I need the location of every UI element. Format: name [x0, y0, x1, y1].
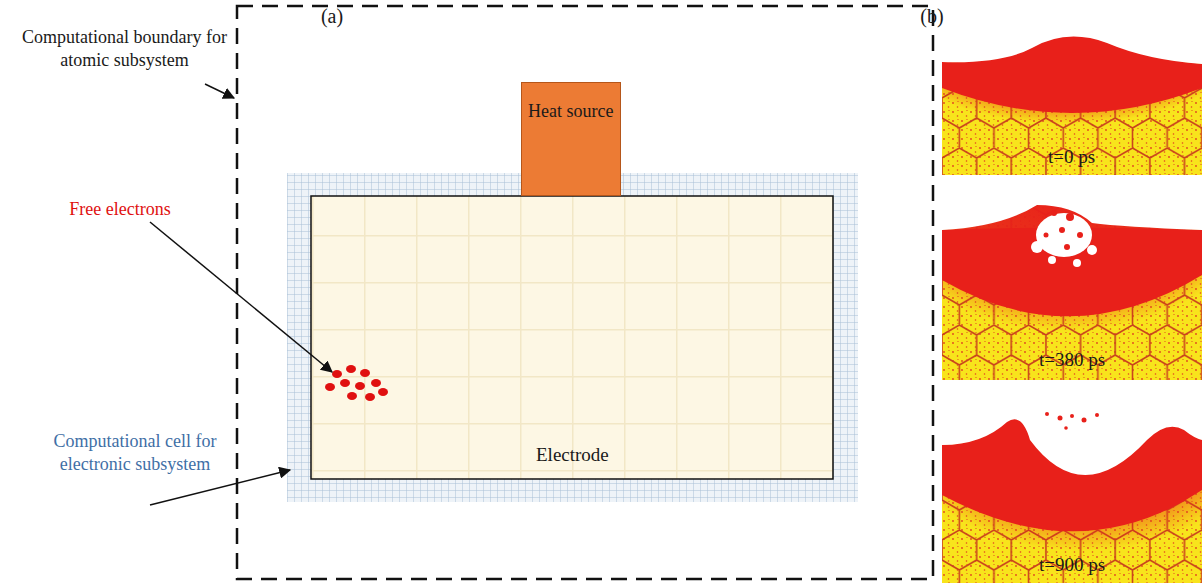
snapshot-panel: t=380 ps: [942, 205, 1202, 380]
snapshot-panel: t=0 ps: [942, 28, 1202, 175]
atomic-boundary: [237, 6, 933, 579]
free-electrons: [325, 365, 388, 401]
node-text: Heat source: [528, 101, 613, 123]
cell-label: Computational cell for electronic subsys…: [40, 430, 230, 475]
electrode-box: Electrode: [311, 196, 833, 479]
electrode-fill: [311, 196, 833, 479]
electronic-cell: [287, 173, 858, 502]
md-snapshot: [902, 115, 1202, 380]
boundary-label: Computational boundary for atomic subsys…: [22, 26, 227, 71]
node-text: t=380 ps: [1039, 349, 1105, 372]
electron-label: Free electrons: [30, 198, 210, 221]
md-snapshot: [917, 335, 1202, 583]
md-snapshot: [917, 0, 1202, 175]
panel-letter: (a): [312, 4, 352, 29]
snapshot-panel: t=900 ps: [942, 410, 1202, 583]
heat-source-box: Heat source: [521, 82, 621, 196]
node-text: t=900 ps: [1039, 554, 1105, 577]
node-text: Electrode: [536, 444, 609, 467]
panel-letter: (b): [912, 4, 952, 29]
node-text: t=0 ps: [1048, 146, 1095, 169]
